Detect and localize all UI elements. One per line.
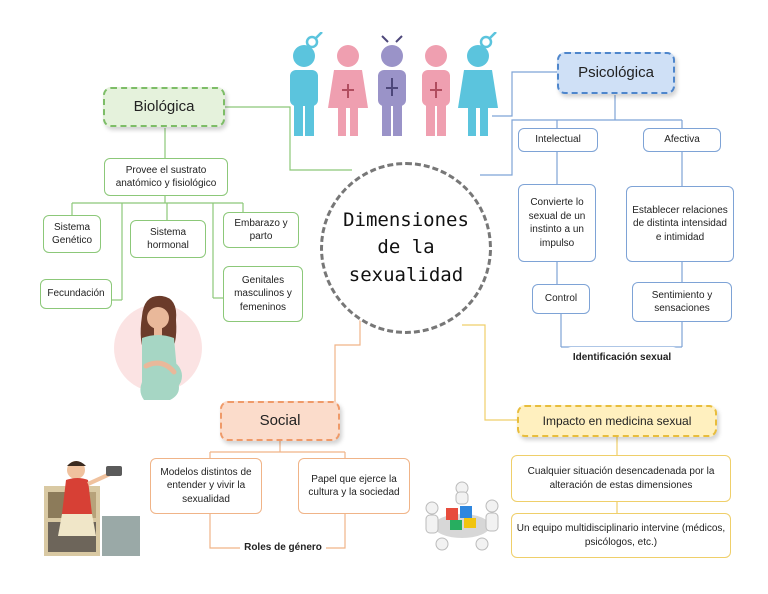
fecundacion-box: Fecundación: [40, 279, 112, 309]
identificacion-label: Identificación sexual: [565, 347, 679, 369]
genitales-box: Genitales masculinos y femeninos: [223, 266, 303, 322]
cualquier-situacion-box: Cualquier situación desencadenada por la…: [511, 455, 731, 502]
papel-box: Papel que ejerce la cultura y la socieda…: [298, 458, 410, 514]
sistema-hormonal-box: Sistema hormonal: [130, 220, 206, 258]
gender-figures-illustration: [290, 32, 498, 136]
intelectual-box: Intelectual: [518, 128, 598, 152]
pregnant-woman-illustration: [114, 295, 202, 400]
modelos-box: Modelos distintos de entender y vivir la…: [150, 458, 262, 514]
convierte-box: Convierte lo sexual de un instinto a un …: [518, 184, 596, 262]
control-box: Control: [532, 284, 590, 314]
embarazo-parto-box: Embarazo y parto: [223, 212, 299, 248]
center-title: Dimensiones de la sexualidad: [320, 162, 492, 334]
sistema-genetico-box: Sistema Genético: [43, 215, 101, 253]
roles-genero-label: Roles de género: [240, 538, 326, 558]
retro-housewife-illustration: [44, 461, 140, 556]
psicologica-header: Psicológica: [557, 52, 675, 94]
sustrato-box: Provee el sustrato anatómico y fisiológi…: [104, 158, 228, 196]
establecer-box: Establecer relaciones de distinta intens…: [626, 186, 734, 262]
afectiva-box: Afectiva: [643, 128, 721, 152]
sentimiento-box: Sentimiento y sensaciones: [632, 282, 732, 322]
puzzle-team-illustration: [425, 481, 499, 551]
impacto-header: Impacto en medicina sexual: [517, 405, 717, 437]
biologica-header: Biológica: [103, 87, 225, 127]
equipo-multidisciplinario-box: Un equipo multidisciplinario intervine (…: [511, 513, 731, 558]
social-header: Social: [220, 401, 340, 441]
